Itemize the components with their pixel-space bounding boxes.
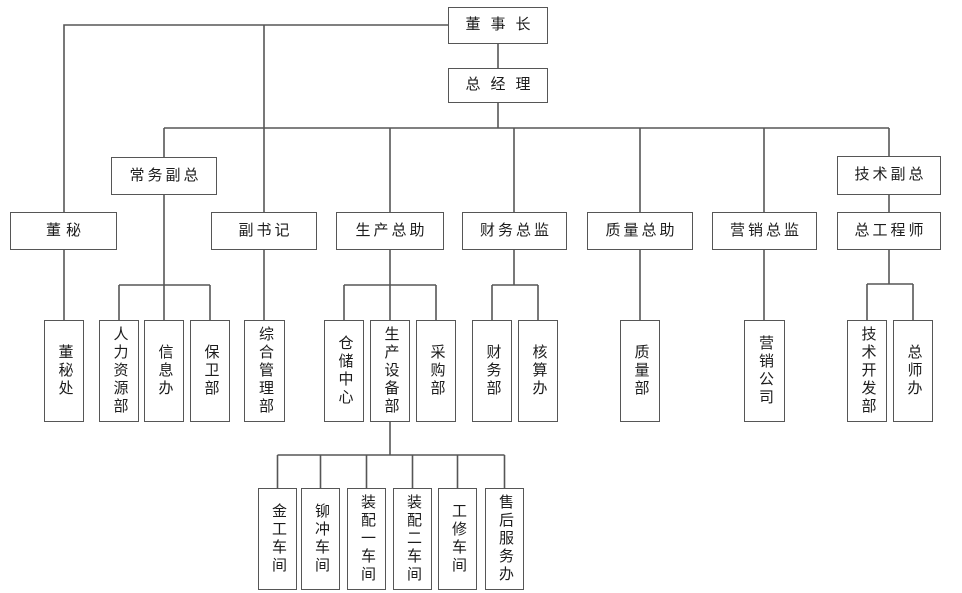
node-label: 装配二车间 [405, 494, 421, 584]
node-label: 金工车间 [270, 503, 286, 575]
org-node-production-equipment-dept: 生产设备部 [370, 320, 410, 422]
node-label: 核算办 [530, 344, 547, 398]
node-label: 生产设备部 [382, 326, 399, 416]
node-label: 生产总助 [355, 222, 428, 239]
org-node-technical-vp: 技术副总 [837, 156, 941, 195]
node-label: 财务部 [484, 344, 501, 398]
org-node-quality-assistant: 质量总助 [587, 212, 693, 250]
node-label: 常务副总 [129, 167, 202, 184]
org-node-after-sales-office: 售后服务办 [485, 488, 524, 590]
node-label: 信息办 [156, 344, 173, 398]
node-label: 营销总监 [729, 222, 802, 239]
org-node-warehouse-center: 仓储中心 [324, 320, 364, 422]
node-label: 综合管理部 [257, 326, 273, 416]
org-node-assembly-workshop-1: 装配一车间 [347, 488, 386, 590]
org-node-chief-engineer: 总工程师 [837, 212, 941, 250]
org-node-riveting-workshop: 铆冲车间 [301, 488, 340, 590]
node-label: 营销公司 [757, 335, 773, 407]
node-label: 技术副总 [854, 167, 927, 183]
node-label: 董秘 [45, 222, 86, 239]
node-label: 董事长 [465, 17, 541, 33]
org-node-general-mgmt-dept: 综合管理部 [244, 320, 285, 422]
org-node-marketing-company: 营销公司 [744, 320, 785, 422]
org-node-hr-dept: 人力资源部 [99, 320, 139, 422]
node-label: 质量部 [632, 344, 649, 398]
org-node-security-dept: 保卫部 [190, 320, 230, 422]
org-node-production-assistant: 生产总助 [336, 212, 444, 250]
org-node-information-office: 信息办 [144, 320, 184, 422]
node-label: 工修车间 [450, 503, 466, 575]
org-node-chairman: 董事长 [448, 7, 548, 44]
node-label: 售后服务办 [497, 494, 513, 584]
node-label: 副书记 [238, 222, 293, 239]
org-node-finance-director: 财务总监 [462, 212, 567, 250]
org-node-quality-dept: 质量部 [620, 320, 660, 422]
org-node-finance-dept: 财务部 [472, 320, 512, 422]
node-label: 总工程师 [854, 222, 927, 239]
node-label: 人力资源部 [111, 326, 128, 416]
node-label: 财务总监 [479, 222, 552, 239]
org-node-deputy-party-secretary: 副书记 [211, 212, 317, 250]
org-node-board-secretary: 董秘 [10, 212, 117, 250]
org-node-metalworking-workshop: 金工车间 [258, 488, 297, 590]
node-label: 采购部 [428, 344, 445, 398]
node-label: 质量总助 [605, 222, 678, 239]
org-node-executive-vp: 常务副总 [111, 157, 217, 195]
node-label: 保卫部 [202, 344, 219, 398]
org-node-marketing-director: 营销总监 [712, 212, 817, 250]
org-node-purchasing-dept: 采购部 [416, 320, 456, 422]
org-node-assembly-workshop-2: 装配二车间 [393, 488, 432, 590]
node-label: 总经理 [465, 77, 541, 93]
node-label: 仓储中心 [336, 335, 353, 407]
org-node-tech-development-dept: 技术开发部 [847, 320, 887, 422]
node-label: 铆冲车间 [313, 503, 329, 575]
org-node-general-manager: 总经理 [448, 68, 548, 103]
org-node-chief-engineer-office: 总师办 [893, 320, 933, 422]
node-label: 总师办 [905, 344, 922, 398]
org-node-accounting-office: 核算办 [518, 320, 558, 422]
org-node-tooling-repair-workshop: 工修车间 [438, 488, 477, 590]
node-label: 董秘处 [56, 344, 73, 398]
org-node-board-secretary-office: 董秘处 [44, 320, 84, 422]
node-label: 技术开发部 [859, 326, 876, 416]
node-label: 装配一车间 [359, 494, 375, 584]
